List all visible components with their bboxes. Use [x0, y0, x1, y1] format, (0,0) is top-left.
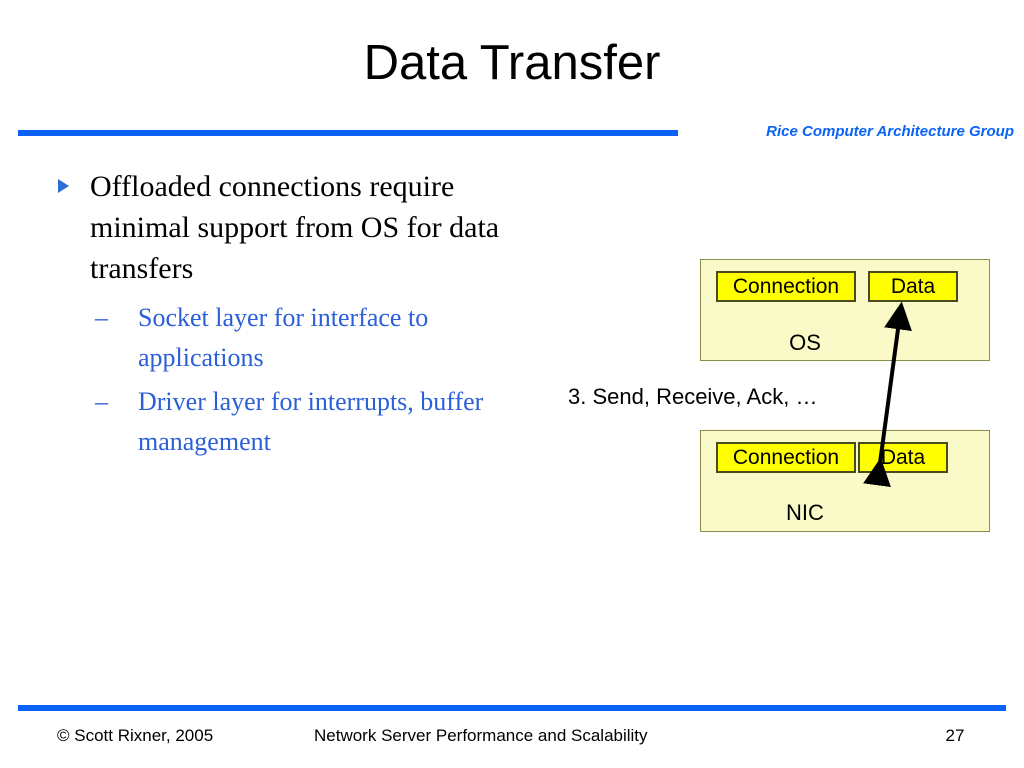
os-connection-chip: Connection: [716, 271, 856, 302]
bullet-item-primary: Offloaded connections require minimal su…: [52, 166, 522, 289]
header-divider: [18, 130, 678, 136]
nic-connection-chip: Connection: [716, 442, 856, 473]
footer-page-number: 27: [945, 726, 965, 745]
dash-bullet-icon: –: [95, 303, 108, 332]
dash-bullet-icon: –: [95, 387, 108, 416]
footer-divider: [18, 705, 1006, 711]
data-transfer-diagram: Connection Data OS Connection Data NIC 3…: [560, 250, 1010, 550]
nic-layer-label: NIC: [786, 500, 824, 525]
bullet-primary-label: Offloaded connections require minimal su…: [90, 170, 500, 285]
list-item: – Socket layer for interface to applicat…: [95, 298, 525, 378]
page-title: Data Transfer: [363, 36, 661, 90]
nic-data-chip: Data: [858, 442, 948, 473]
os-data-chip: Data: [868, 271, 958, 302]
footer-copyright: © Scott Rixner, 2005: [57, 726, 214, 745]
list-item: – Driver layer for interrupts, buffer ma…: [95, 382, 525, 462]
triangle-bullet-icon: [58, 179, 69, 193]
header-group-name: Rice Computer Architecture Group: [766, 123, 1014, 140]
os-layer-label: OS: [789, 330, 821, 355]
sub-bullet-label: Socket layer for interface to applicatio…: [138, 303, 429, 372]
sub-bullet-list: – Socket layer for interface to applicat…: [95, 298, 525, 466]
transfer-arrow-label: 3. Send, Receive, Ack, …: [568, 384, 818, 409]
footer-title: Network Server Performance and Scalabili…: [314, 726, 648, 745]
sub-bullet-label: Driver layer for interrupts, buffer mana…: [138, 387, 484, 456]
